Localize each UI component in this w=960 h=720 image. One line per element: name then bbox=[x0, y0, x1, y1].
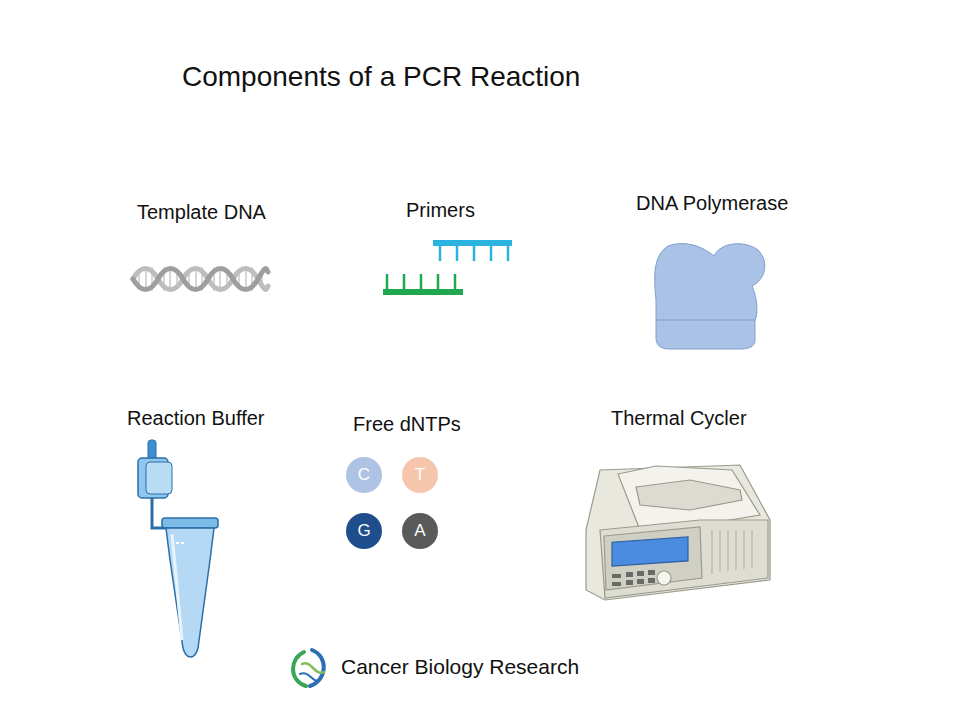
component-label: Reaction Buffer bbox=[127, 406, 265, 430]
component-label: Thermal Cycler bbox=[611, 406, 747, 430]
footer-brand: Cancer Biology Research bbox=[341, 655, 579, 679]
thermal-cycler bbox=[586, 465, 770, 600]
nucleotide-letter: C bbox=[358, 465, 370, 485]
component-label: Free dNTPs bbox=[353, 412, 461, 436]
component-label: Primers bbox=[406, 198, 475, 222]
component-label: Template DNA bbox=[137, 200, 266, 224]
dna-helix bbox=[133, 268, 268, 290]
dntp-circle: C bbox=[346, 457, 382, 493]
nucleotide-letter: T bbox=[415, 465, 425, 485]
dntp-circle: T bbox=[402, 457, 438, 493]
slide-title: Components of a PCR Reaction bbox=[182, 60, 580, 94]
component-label: DNA Polymerase bbox=[636, 191, 788, 215]
nucleotide-letter: A bbox=[414, 521, 425, 541]
dntp-circle: A bbox=[402, 513, 438, 549]
nucleotide-letter: G bbox=[357, 521, 370, 541]
primer-pair bbox=[383, 240, 512, 295]
reaction-tube bbox=[138, 440, 218, 657]
dntp-circle: G bbox=[346, 513, 382, 549]
logo-mark bbox=[293, 650, 324, 686]
polymerase-blob bbox=[655, 244, 765, 349]
